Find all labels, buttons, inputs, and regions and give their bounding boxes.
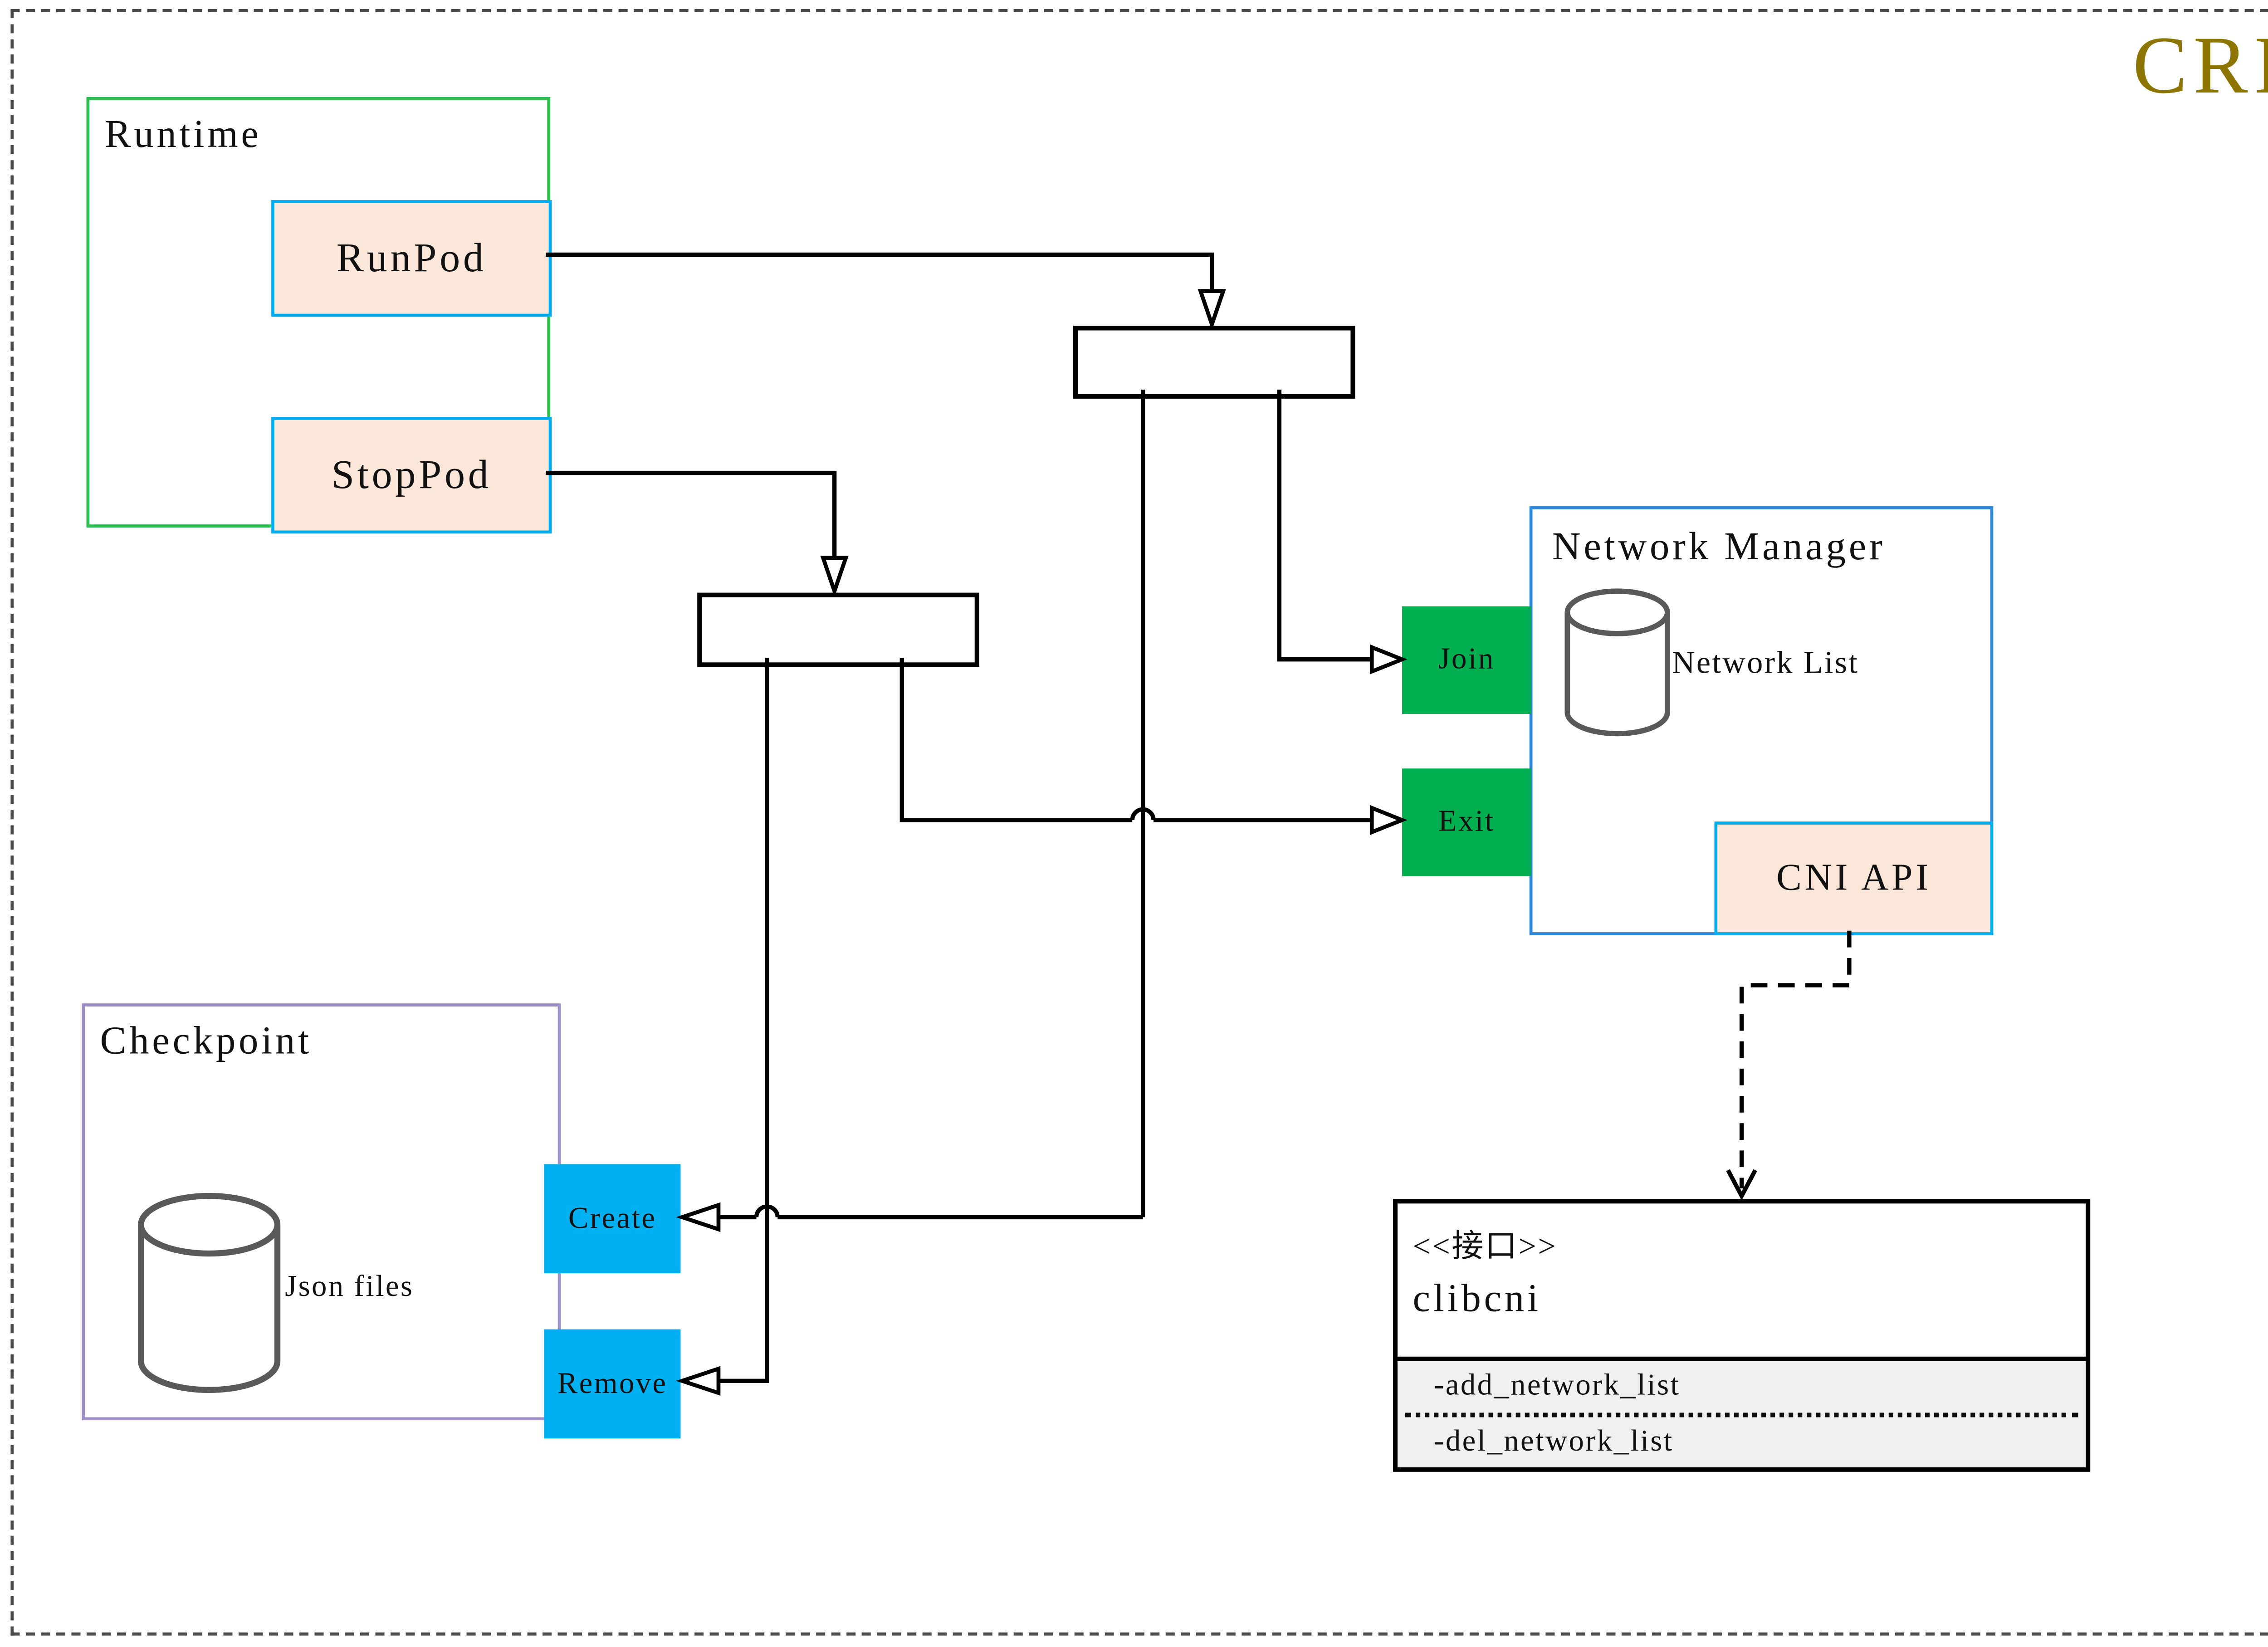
interface-method-del: -del_network_list	[1434, 1424, 1674, 1458]
dashed-page-border	[10, 9, 2268, 1636]
interface-method-divider	[1405, 1412, 2078, 1417]
network-list-cylinder-icon	[1564, 588, 1670, 737]
remove-node: Remove	[544, 1329, 681, 1439]
runtime-title: Runtime	[104, 112, 262, 156]
cni-api-label: CNI API	[1776, 857, 1931, 898]
runpod-label: RunPod	[336, 235, 487, 281]
interface-header: <<接口>> clibcni	[1398, 1203, 2086, 1357]
exit-label: Exit	[1438, 805, 1495, 838]
interface-method-add: -add_network_list	[1434, 1369, 1681, 1403]
network-manager-title: Network Manager	[1552, 524, 1886, 569]
remove-label: Remove	[557, 1366, 668, 1400]
interface-name: clibcni	[1413, 1276, 1541, 1320]
exit-node: Exit	[1402, 768, 1531, 876]
cri-label: CRI	[2132, 20, 2268, 111]
cni-api-node: CNI API	[1714, 821, 1994, 935]
json-files-cylinder-icon	[138, 1192, 281, 1393]
sync-bar-1	[1073, 326, 1355, 399]
checkpoint-title: Checkpoint	[100, 1018, 312, 1063]
json-files-label: Json files	[285, 1270, 414, 1304]
interface-stereotype: <<接口>>	[1413, 1227, 1558, 1264]
create-label: Create	[568, 1201, 657, 1235]
interface-box: <<接口>> clibcni -add_network_list -del_ne…	[1393, 1199, 2091, 1472]
join-node: Join	[1402, 606, 1531, 714]
stoppod-node: StopPod	[271, 416, 552, 534]
network-list-label: Network List	[1672, 644, 1859, 681]
create-node: Create	[544, 1164, 681, 1274]
stoppod-label: StopPod	[331, 451, 492, 498]
join-label: Join	[1438, 642, 1495, 676]
interface-methods-section: -add_network_list -del_network_list	[1398, 1356, 2086, 1467]
runpod-node: RunPod	[271, 200, 552, 317]
sync-bar-2	[697, 592, 979, 667]
